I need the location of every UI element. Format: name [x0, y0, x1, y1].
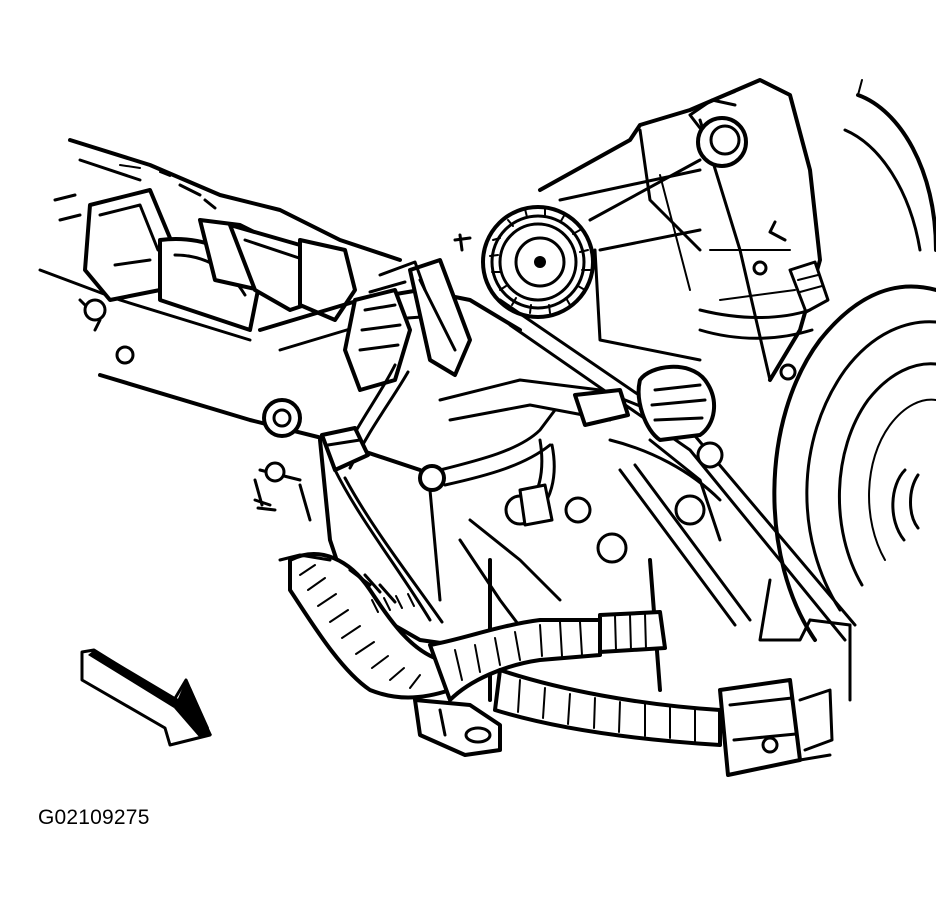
flywheel [772, 79, 936, 642]
wiring-harness [288, 552, 834, 777]
line-fittings [320, 364, 724, 564]
oil-pan [278, 553, 852, 762]
figure-id-label: G02109275 [38, 806, 150, 829]
front-direction-arrow [80, 648, 212, 747]
intake-assembly [38, 138, 402, 365]
right-connector [698, 220, 830, 381]
detail-strokes [119, 91, 736, 507]
idler-pulley [688, 98, 748, 168]
main-pulley [481, 205, 595, 319]
ground-bracket [413, 698, 502, 757]
